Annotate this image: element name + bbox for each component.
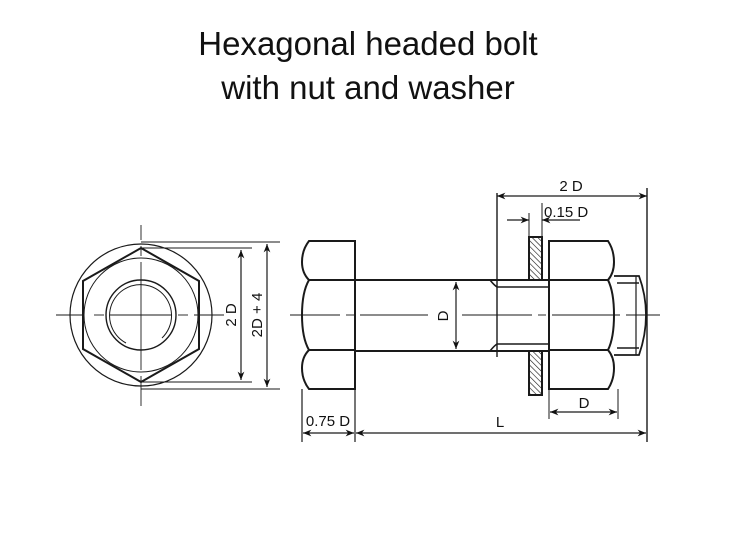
- dim-nut-width-label: 2 D: [559, 178, 583, 195]
- dim-nut-thickness-label: D: [579, 395, 590, 412]
- side-view: [300, 193, 647, 396]
- title-line-1: Hexagonal headed bolt: [198, 25, 538, 62]
- dim-washer-thickness-label: 0.15 D: [544, 204, 588, 221]
- bolt-end: [614, 275, 647, 356]
- title-line-2: with nut and washer: [221, 69, 515, 106]
- end-view: [56, 225, 280, 406]
- dimensions: [301, 188, 648, 442]
- dim-2d-label: 2 D: [223, 303, 240, 327]
- dim-shank-d-label: D: [435, 310, 452, 321]
- dim-head-thickness-label: 0.75 D: [306, 413, 350, 430]
- dim-2d-plus-4-label: 2D + 4: [249, 293, 266, 338]
- washer: [528, 236, 543, 281]
- page-title: Hexagonal headed bolt with nut and washe…: [0, 22, 736, 110]
- dim-length-label: L: [496, 414, 504, 431]
